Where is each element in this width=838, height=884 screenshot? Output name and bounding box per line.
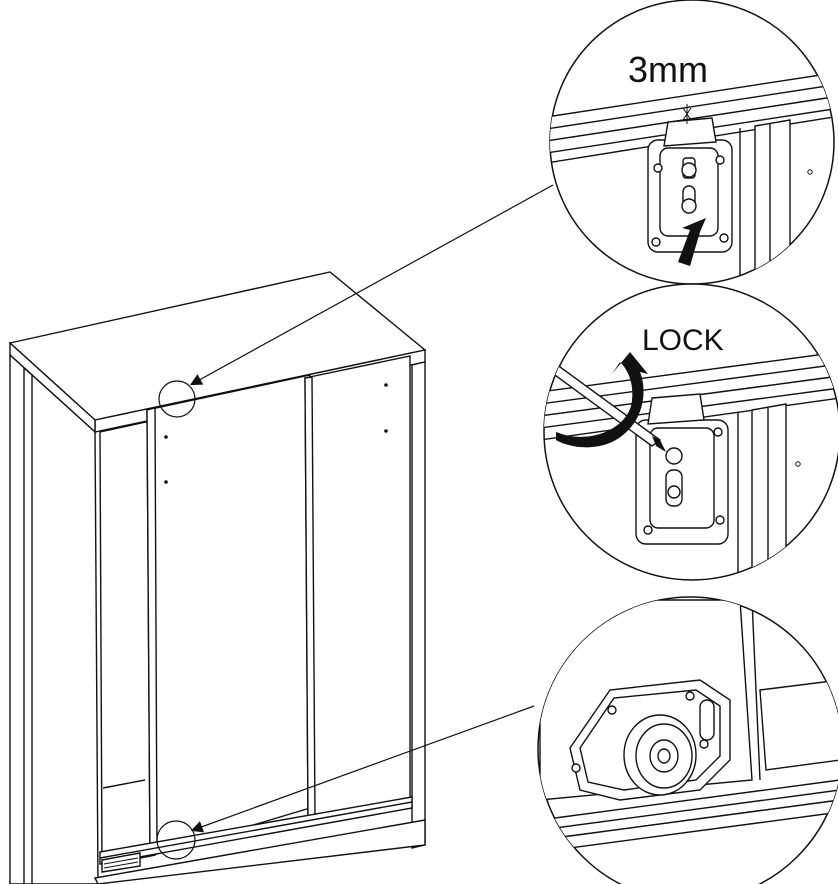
bottom-detail-marker xyxy=(156,820,196,860)
top-callout: 3mm xyxy=(549,0,835,285)
bottom-callout xyxy=(537,596,838,884)
gap-dimension-label: 3mm xyxy=(628,49,708,90)
front-door-left xyxy=(146,374,311,857)
lock-label: LOCK xyxy=(642,324,724,357)
lock-rotation-arrow xyxy=(556,352,648,448)
wardrobe-right-base xyxy=(93,819,426,884)
push-up-arrow xyxy=(678,218,706,266)
front-door-right xyxy=(304,355,411,819)
wardrobe-left-side-panel xyxy=(9,353,99,884)
door-screw-holes xyxy=(164,383,388,484)
middle-callout: LOCK xyxy=(543,283,838,581)
wardrobe xyxy=(8,271,427,884)
rear-door-panel xyxy=(99,419,156,867)
top-leader-line xyxy=(189,184,554,386)
wardrobe-right-side-edge xyxy=(411,361,426,849)
top-detail-marker xyxy=(158,380,196,418)
bottom-leader-line xyxy=(190,705,535,833)
wardrobe-left-side-strip xyxy=(23,366,33,884)
